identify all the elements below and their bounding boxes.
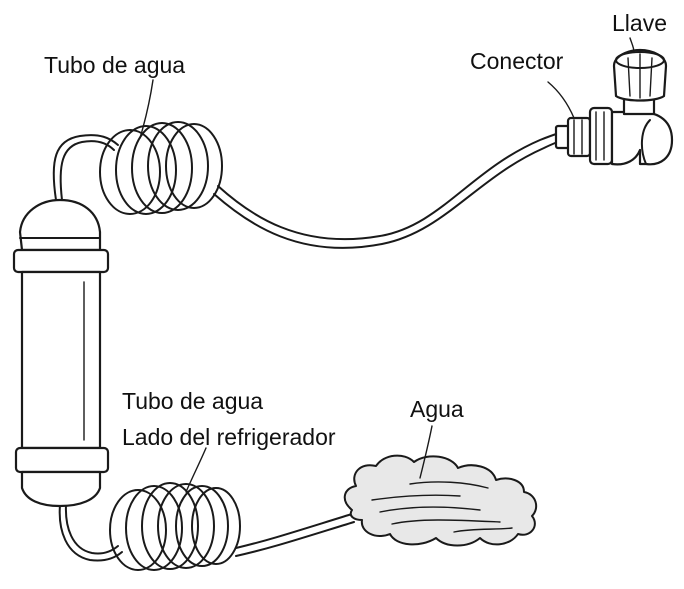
label-conector: Conector	[470, 48, 564, 74]
hose-filter-to-lower-coil	[58, 504, 123, 562]
hose-lower-coil-to-water-inner	[235, 521, 355, 557]
leader-agua	[419, 425, 433, 479]
hose-filter-to-upper-coil	[52, 134, 119, 201]
label-tubo-inferior-2: Lado del refrigerador	[122, 424, 336, 450]
filter-upper-band	[12, 248, 110, 274]
hose-filter-to-lower-coil-inner	[64, 504, 119, 555]
leader-conector	[547, 81, 575, 119]
leader-tubo-superior	[139, 79, 154, 139]
filter-body	[20, 270, 102, 450]
label-tubo-inferior-1: Tubo de agua	[122, 388, 264, 414]
faucet-icon	[554, 48, 674, 166]
leader-lines	[139, 37, 635, 493]
leader-tubo-inferior	[185, 447, 207, 493]
hose-filter-to-upper-coil-inner	[59, 140, 115, 201]
leader-llave	[629, 37, 635, 53]
filter-top-cap	[18, 198, 102, 252]
label-agua: Agua	[410, 396, 464, 422]
valve-nut	[588, 106, 614, 166]
filter-bottom-cap	[20, 470, 102, 508]
hose-upper-coil-to-faucet	[217, 131, 563, 241]
hose-lower-coil-to-water	[235, 513, 353, 549]
hose-upper-coil-to-faucet-inner	[213, 139, 563, 249]
filter-lower-band	[14, 446, 110, 474]
connector-nut	[566, 116, 592, 158]
label-tubo-superior: Tubo de agua	[44, 52, 186, 78]
upper-coil	[99, 121, 563, 249]
lower-coil	[109, 482, 355, 571]
filter-cartridge-icon	[12, 134, 123, 562]
water-splash-icon	[343, 454, 538, 547]
label-llave: Llave	[612, 10, 667, 36]
